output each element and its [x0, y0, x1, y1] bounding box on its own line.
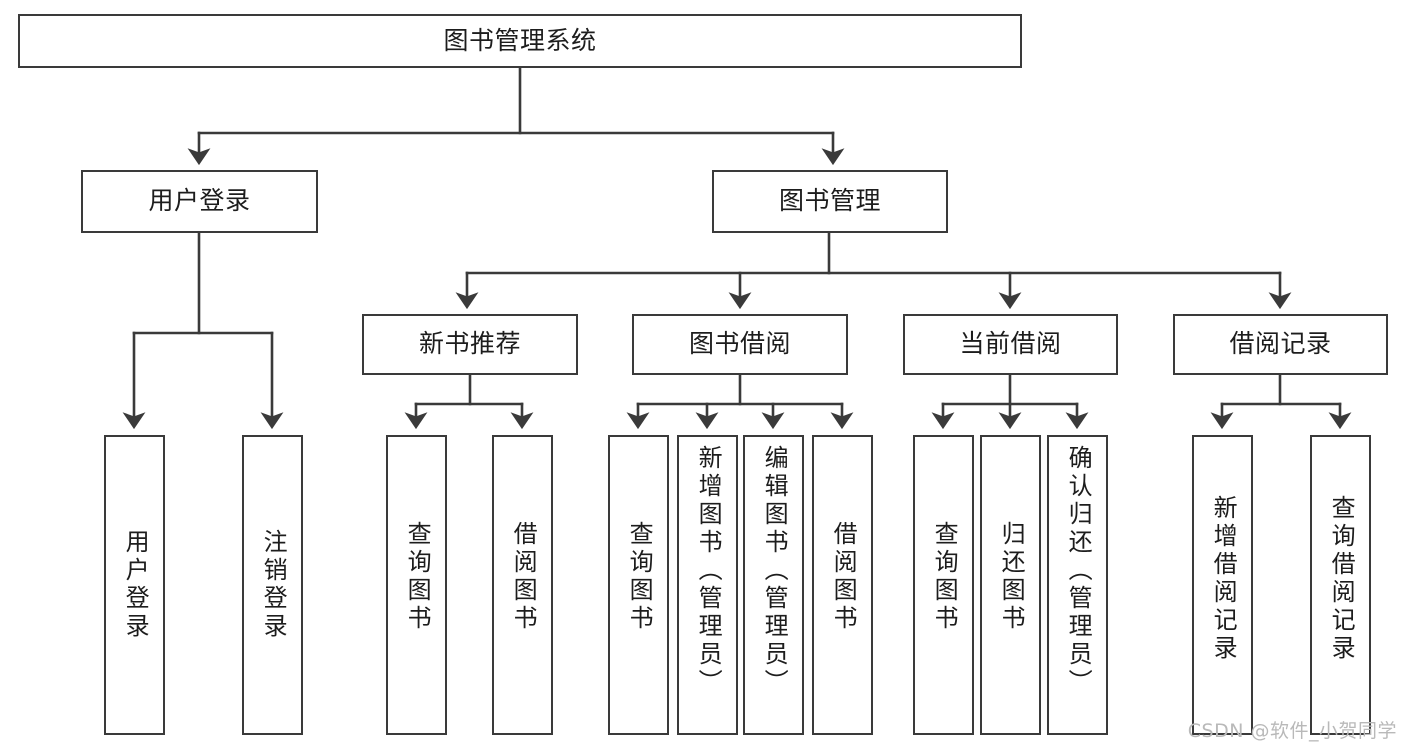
leaf-query-book-2[interactable]: 查询图书: [608, 435, 669, 735]
leaf-add-book-label: 新增图书（管理员）: [694, 445, 723, 697]
leaf-query-book-2-label: 查询图书: [625, 521, 654, 633]
node-root[interactable]: 图书管理系统: [18, 14, 1022, 68]
leaf-add-book[interactable]: 新增图书（管理员）: [677, 435, 738, 735]
leaf-logout-label: 注销登录: [259, 529, 288, 641]
leaf-user-login-label: 用户登录: [121, 529, 150, 641]
leaf-return-book-label: 归还图书: [997, 521, 1026, 633]
leaf-borrow-book-2-label: 借阅图书: [829, 521, 858, 633]
leaf-edit-book-label: 编辑图书（管理员）: [760, 445, 789, 697]
node-user-login-label: 用户登录: [148, 186, 251, 216]
leaf-query-record[interactable]: 查询借阅记录: [1310, 435, 1371, 735]
leaf-query-book-3[interactable]: 查询图书: [913, 435, 974, 735]
leaf-confirm-return-label: 确认归还（管理员）: [1064, 445, 1093, 697]
node-book-manage-label: 图书管理: [778, 186, 881, 216]
leaf-user-login[interactable]: 用户登录: [104, 435, 165, 735]
node-borrow-record[interactable]: 借阅记录: [1173, 314, 1388, 375]
node-root-label: 图书管理系统: [443, 25, 597, 55]
leaf-query-book-3-label: 查询图书: [930, 521, 959, 633]
leaf-edit-book[interactable]: 编辑图书（管理员）: [743, 435, 804, 735]
leaf-borrow-book-1[interactable]: 借阅图书: [492, 435, 553, 735]
leaf-add-record-label: 新增借阅记录: [1209, 495, 1238, 663]
leaf-confirm-return[interactable]: 确认归还（管理员）: [1047, 435, 1108, 735]
leaf-query-book-1[interactable]: 查询图书: [386, 435, 447, 735]
leaf-query-record-label: 查询借阅记录: [1327, 495, 1356, 663]
leaf-borrow-book-1-label: 借阅图书: [509, 521, 538, 633]
node-user-login[interactable]: 用户登录: [81, 170, 318, 233]
watermark: CSDN @软件_小贺同学: [1187, 720, 1397, 742]
leaf-query-book-1-label: 查询图书: [403, 521, 432, 633]
node-new-book-recommend-label: 新书推荐: [418, 329, 521, 359]
node-current-borrow[interactable]: 当前借阅: [903, 314, 1118, 375]
node-book-borrow[interactable]: 图书借阅: [632, 314, 848, 375]
node-current-borrow-label: 当前借阅: [959, 329, 1062, 359]
leaf-add-record[interactable]: 新增借阅记录: [1192, 435, 1253, 735]
node-book-borrow-label: 图书借阅: [688, 329, 791, 359]
leaf-return-book[interactable]: 归还图书: [980, 435, 1041, 735]
leaf-borrow-book-2[interactable]: 借阅图书: [812, 435, 873, 735]
node-borrow-record-label: 借阅记录: [1229, 329, 1332, 359]
node-new-book-recommend[interactable]: 新书推荐: [362, 314, 578, 375]
leaf-logout[interactable]: 注销登录: [242, 435, 303, 735]
node-book-manage[interactable]: 图书管理: [712, 170, 948, 233]
